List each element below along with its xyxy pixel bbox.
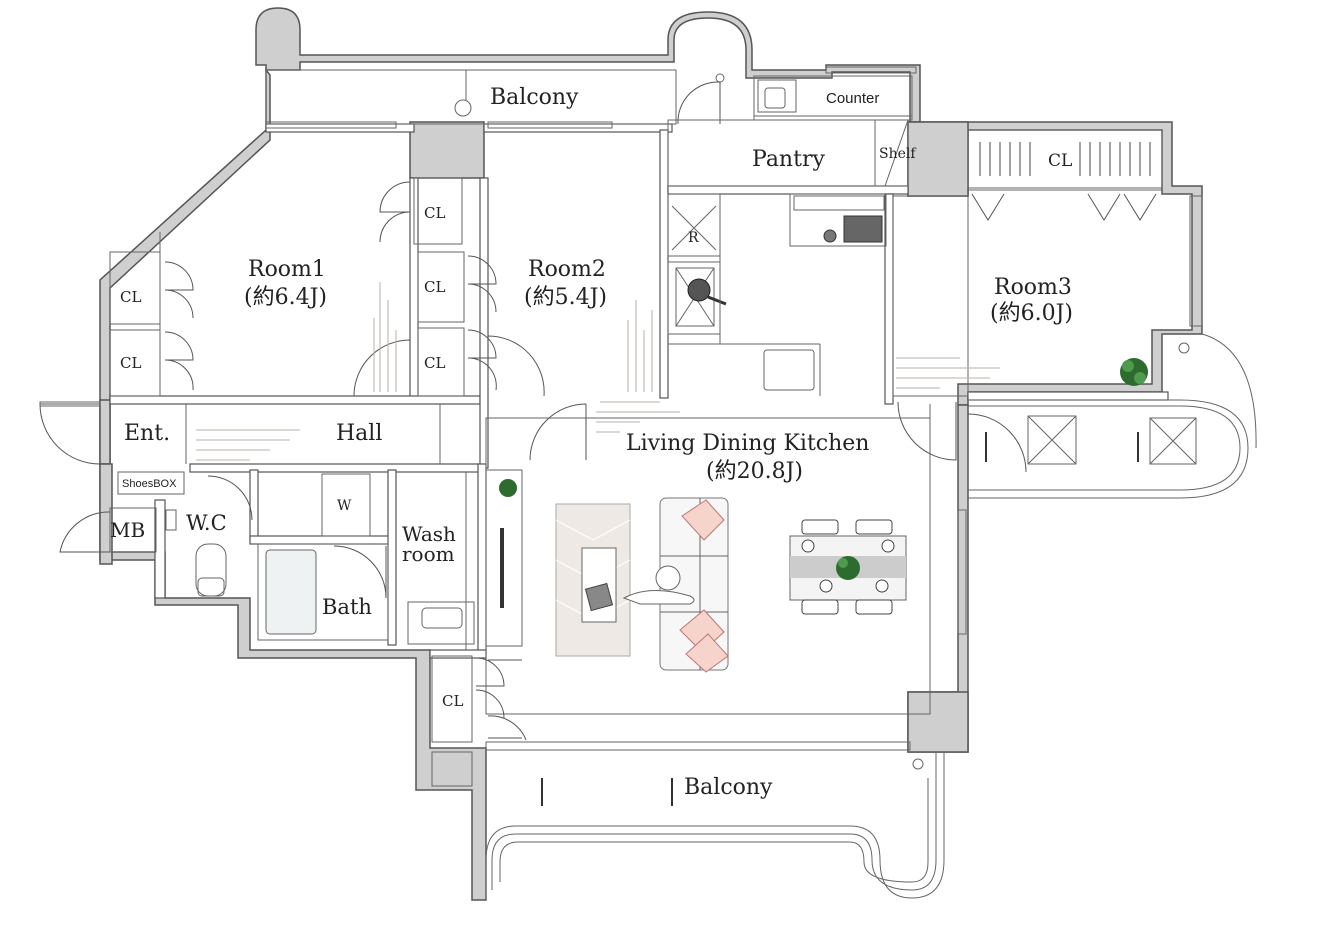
label-entrance: Ent.: [124, 421, 170, 446]
label-wash-room-2: room: [402, 542, 455, 566]
label-wash-room-1: Wash: [402, 522, 456, 546]
label-room2: Room2: [528, 257, 606, 282]
plant-room3: [1120, 358, 1148, 386]
label-counter: Counter: [826, 90, 879, 107]
label-shelf: Shelf: [879, 146, 917, 162]
person-figure: [622, 565, 695, 605]
cushion-3: [685, 633, 729, 673]
wash-bath: [257, 472, 475, 650]
plant-ldk-table: [836, 556, 860, 580]
label-mb: MB: [110, 518, 145, 542]
label-cl-room2-b: CL: [424, 354, 445, 372]
label-room2-size: (約5.4J): [524, 285, 607, 310]
room2: [417, 251, 653, 397]
label-room1-size: (約6.4J): [244, 285, 327, 310]
room3: [892, 129, 1203, 461]
right-balcony: [967, 333, 1257, 499]
label-cl-room3: CL: [1048, 151, 1072, 171]
cushion-1: [681, 499, 725, 541]
label-refrigerator: R: [688, 230, 699, 246]
ldk: [485, 401, 967, 715]
plant-ldk-tv: [499, 479, 517, 497]
label-balcony-bottom: Balcony: [684, 775, 773, 800]
label-room3: Room3: [994, 275, 1072, 300]
labels: Balcony Counter Pantry Shelf CL Room1 (約…: [110, 85, 1073, 800]
exterior-walls: [99, 7, 1203, 901]
label-ldk-size: (約20.8J): [706, 459, 803, 484]
label-shoes-box: ShoesBOX: [122, 478, 177, 490]
entrance-hall: [39, 401, 441, 597]
label-cl-bottom: CL: [442, 692, 463, 710]
pantry: [667, 115, 913, 187]
label-cl-room1-b: CL: [120, 354, 141, 372]
label-hall: Hall: [336, 421, 382, 446]
bottom-closet: [431, 655, 527, 787]
label-cl-room1-a: CL: [120, 288, 141, 306]
label-bath: Bath: [322, 595, 372, 619]
label-pantry: Pantry: [752, 147, 825, 172]
label-cl-room1-top: CL: [424, 204, 445, 222]
label-balcony-top: Balcony: [490, 85, 579, 110]
label-wash-w: W: [337, 498, 352, 514]
top-balcony: [265, 66, 917, 129]
label-wc: W.C: [186, 511, 227, 535]
kitchen: [667, 193, 887, 396]
room1: [109, 177, 463, 397]
bottom-balcony: [485, 741, 945, 899]
label-ldk: Living Dining Kitchen: [626, 431, 869, 456]
label-cl-room2-a: CL: [424, 278, 445, 296]
label-room1: Room1: [248, 257, 326, 282]
label-room3-size: (約6.0J): [990, 301, 1073, 326]
